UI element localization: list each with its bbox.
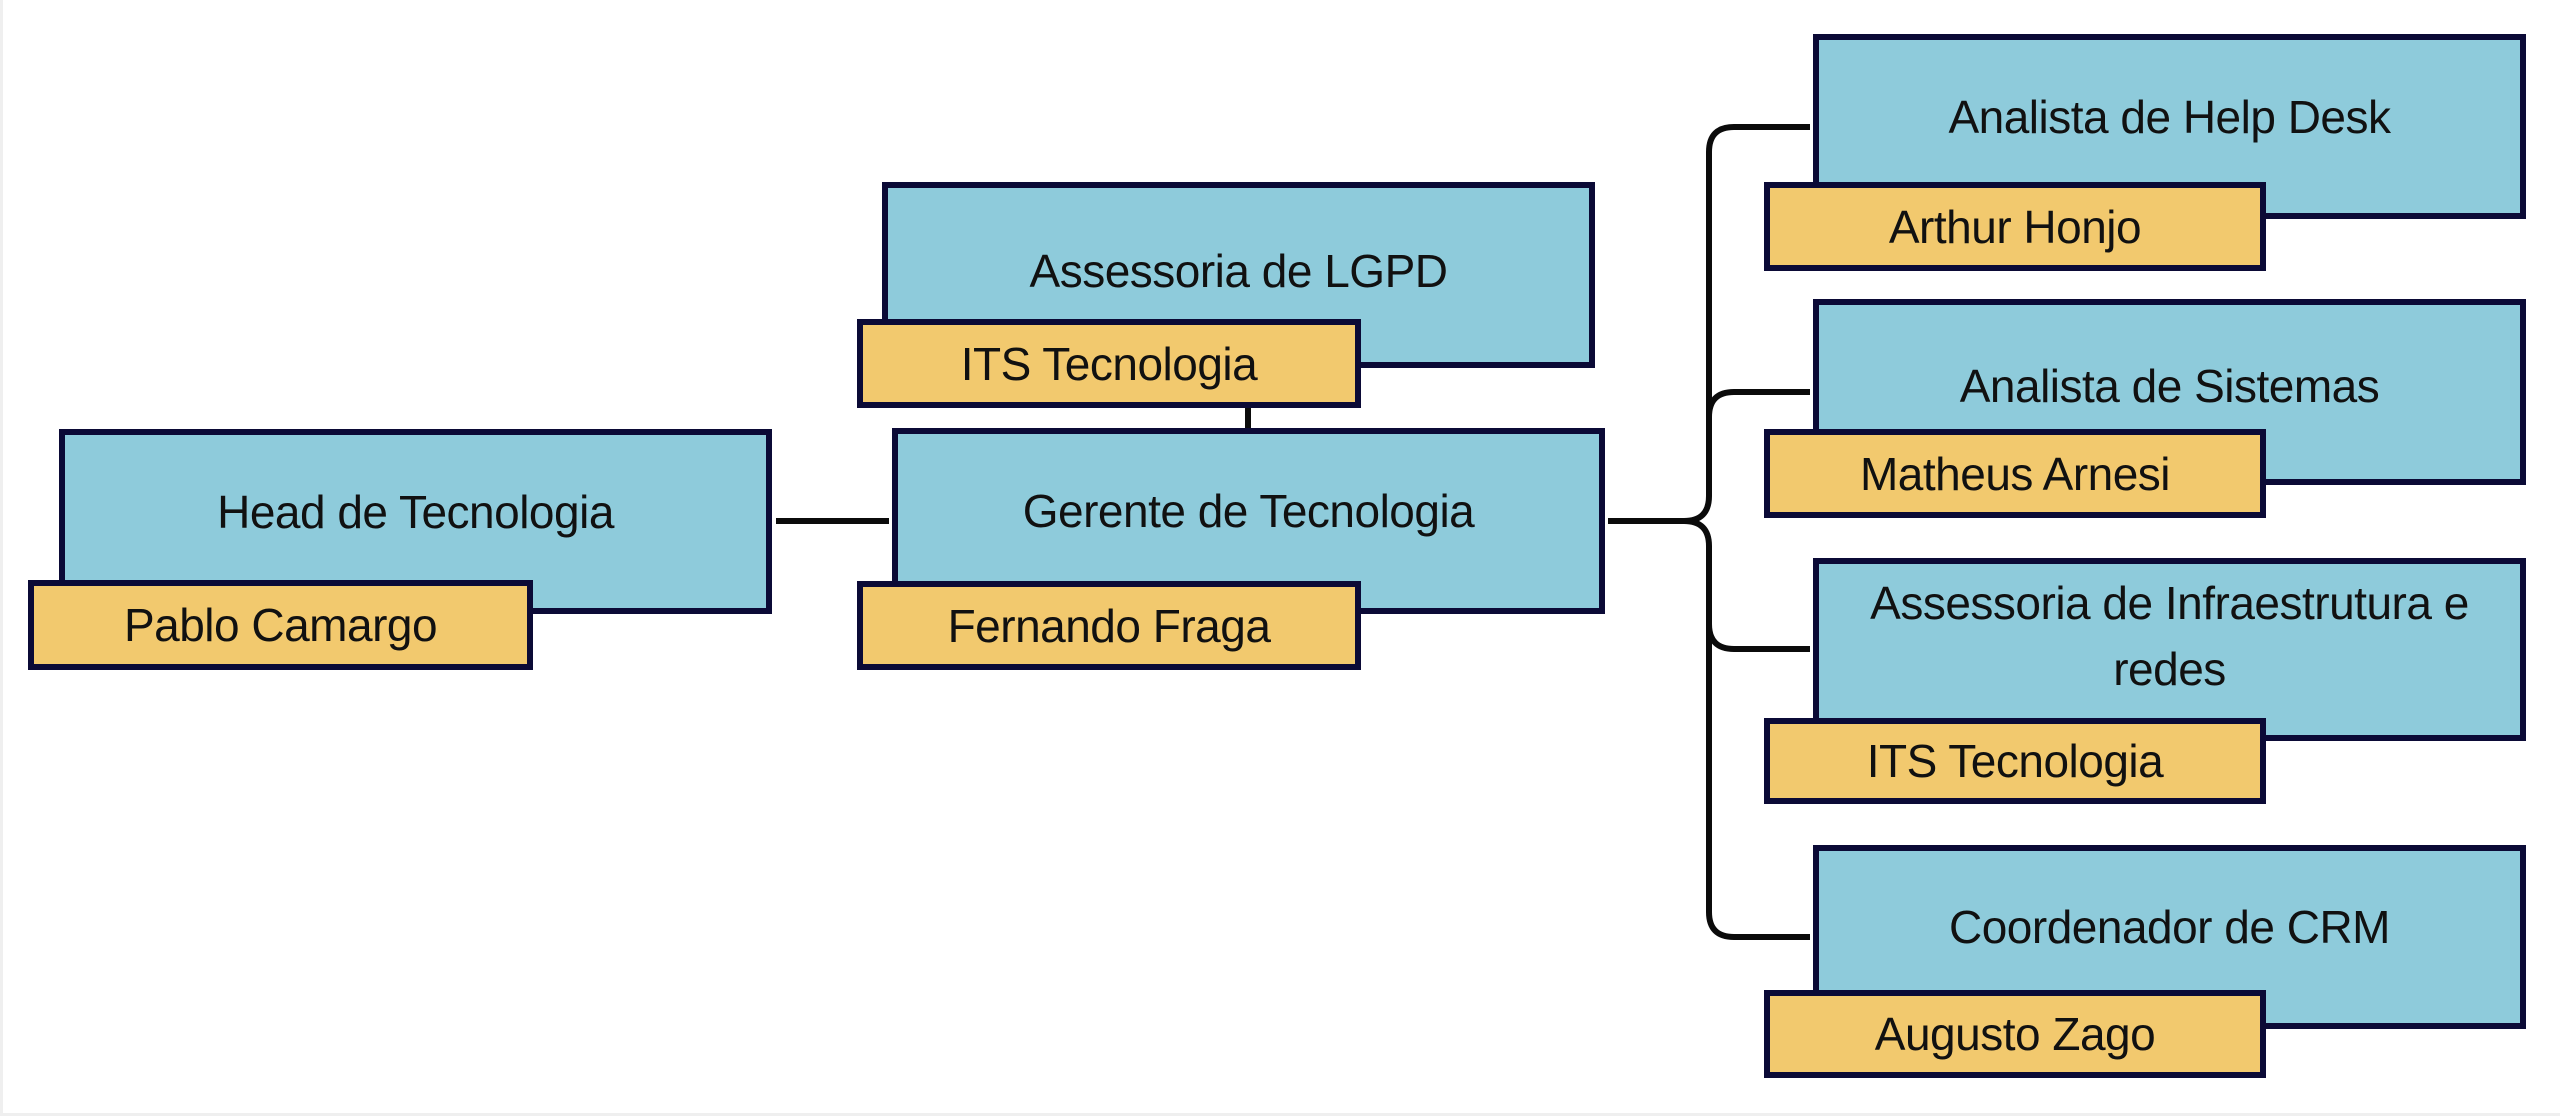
node-infra-role[interactable]: Assessoria de Infraestrutura e redes (1813, 558, 2526, 741)
person-label: Fernando Fraga (947, 599, 1271, 652)
role-label: Analista de Sistemas (1959, 360, 2380, 412)
person-label: Augusto Zago (1874, 1008, 2156, 1060)
node-helpdesk-person[interactable]: Arthur Honjo (1764, 182, 2266, 271)
role-label: Head de Tecnologia (217, 485, 614, 538)
role-label: Gerente de Tecnologia (1022, 485, 1475, 537)
person-label: ITS Tecnologia (1866, 735, 2164, 787)
role-label: Coordenador de CRM (1948, 901, 2391, 953)
node-sistemas-person[interactable]: Matheus Arnesi (1764, 429, 2266, 518)
role-label: Analista de Help Desk (1948, 90, 2391, 143)
node-crm-person[interactable]: Augusto Zago (1764, 990, 2266, 1078)
node-gerente-person[interactable]: Fernando Fraga (857, 581, 1361, 670)
role-label: Assessoria de LGPD (1029, 245, 1448, 297)
person-label: Matheus Arnesi (1859, 447, 2171, 500)
node-lgpd-person[interactable]: ITS Tecnologia (857, 319, 1361, 408)
node-infra-person[interactable]: ITS Tecnologia (1764, 718, 2266, 804)
person-label: ITS Tecnologia (960, 337, 1258, 390)
person-label: Pablo Camargo (123, 599, 438, 651)
connector-gerente-sistemas (1706, 389, 1810, 418)
connector-gerente-infra (1706, 623, 1810, 652)
person-label: Arthur Honjo (1888, 200, 2142, 253)
role-label: Assessoria de Infraestrutura e redes (1870, 576, 2469, 695)
node-head-person[interactable]: Pablo Camargo (28, 580, 533, 670)
connector-gerente-lower (1683, 518, 1810, 940)
